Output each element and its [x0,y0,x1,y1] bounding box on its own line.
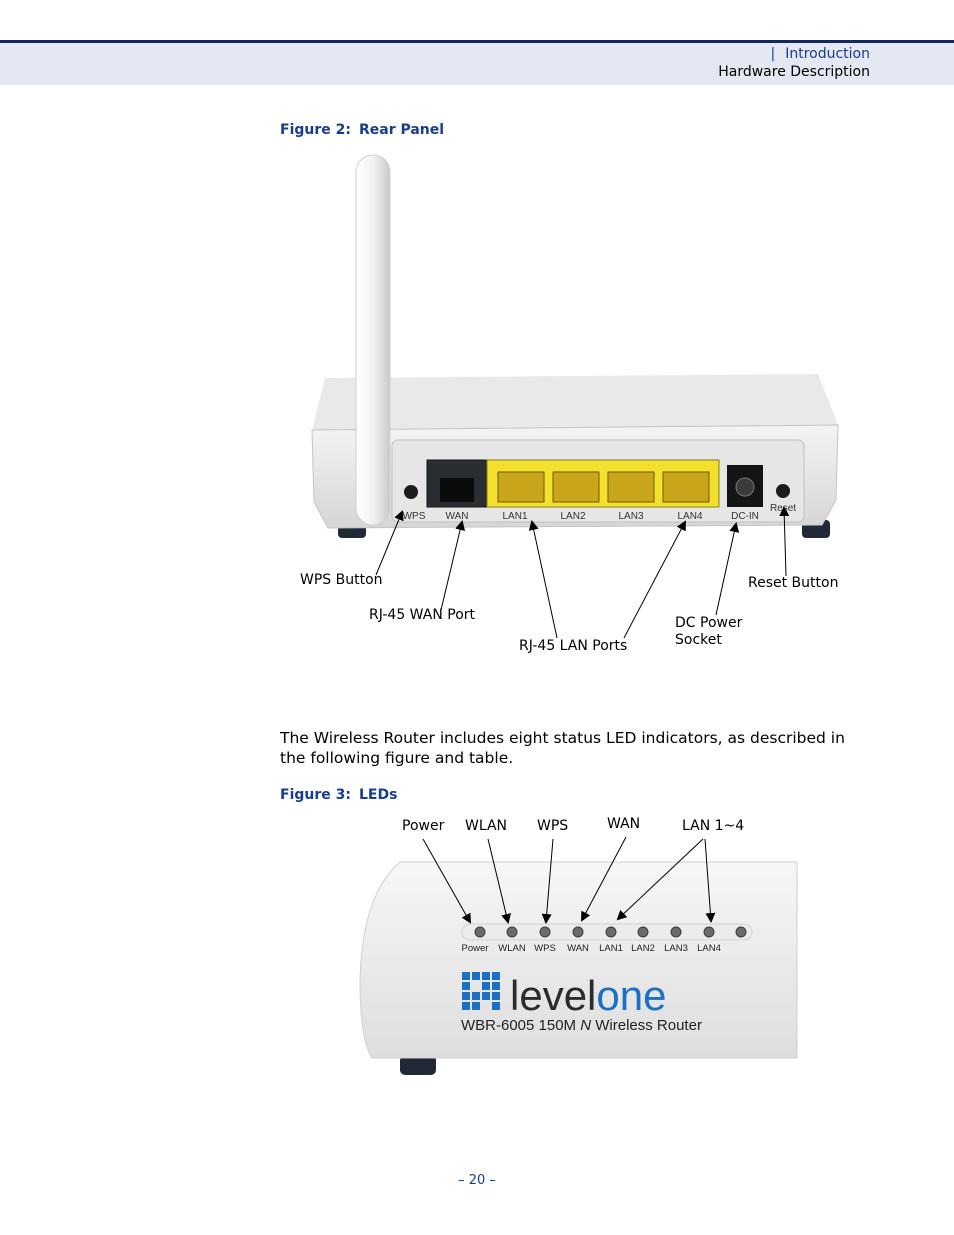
led-wps [539,926,551,938]
antenna [355,154,391,526]
lan1-port-hw [497,471,545,503]
header-band [0,43,954,85]
led-arrow-lan-b [704,838,716,923]
header-rule [0,40,954,43]
body-paragraph: The Wireless Router includes eight statu… [280,729,845,767]
figure2-title: Rear Panel [358,122,445,138]
panel-label-lan4: LAN4 [697,943,721,954]
panel-label-lan1: LAN1 [599,943,623,954]
led-power [474,926,486,938]
wan-port-socket [440,478,474,502]
port-label-lan1: LAN1 [502,511,527,522]
callout-dc-power: DC Power Socket [675,615,742,649]
led-callout-wps: WPS [537,818,569,834]
callout-wps-button: WPS Button [300,572,383,588]
brand-wordmark: levelone [510,972,666,1019]
led-wlan [506,926,518,938]
panel-label-wps: WPS [534,943,556,954]
figure2-number: Figure 2: [280,122,351,138]
panel-label-lan2: LAN2 [631,943,655,954]
front-foot [400,1055,436,1075]
arrow-wps [375,510,404,576]
figure3-caption: Figure 3: LEDs [280,787,397,803]
panel-label-wlan: WLAN [498,943,526,954]
panel-label-lan3: LAN3 [664,943,688,954]
router-top [312,374,838,430]
arrow-dc-in [715,522,740,616]
callout-lan-ports: RJ-45 LAN Ports [519,638,628,654]
header-subsection: Hardware Description [718,64,870,80]
led-arrow-wlan [487,838,511,924]
model-name-suffix: Wireless Router [595,1017,702,1034]
led-callout-lan: LAN 1~4 [682,818,745,834]
model-name-prefix: WBR-6005 150M [461,1017,576,1034]
led-callout-power: Power [402,818,445,834]
port-label-wps: WPS [403,511,426,522]
lan3-port-hw [607,471,655,503]
figure3-title: LEDs [358,787,398,803]
led-callout-wlan: WLAN [465,818,508,834]
model-name: WBR-6005 150M N Wireless Router [461,1017,702,1034]
led-arrow-wps [541,838,554,924]
figure2-caption: Figure 2: Rear Panel [280,122,444,138]
lan2-port-hw [552,471,600,503]
led-lan4 [703,926,715,938]
model-name-n: N [580,1017,591,1034]
callout-dc-power-line2: Socket [675,632,722,648]
lan4-port-hw [662,471,710,503]
brand-wordmark-part2: one [596,972,666,1019]
arrow-lan-b [623,520,686,639]
reset-button-hw [776,484,790,498]
callout-reset-button: Reset Button [748,575,839,591]
led-callout-wan: WAN [607,816,641,832]
callout-dc-power-line1: DC Power [675,615,743,631]
panel-label-wan: WAN [567,943,589,954]
rear-panel-figure: WPS WAN LAN1 LAN2 LAN3 LAN4 DC-IN Reset [311,154,839,639]
brand-wordmark-part1: level [510,972,596,1019]
port-label-lan4: LAN4 [677,511,702,522]
figure3-number: Figure 3: [280,787,351,803]
arrow-reset [779,506,790,577]
led-figure: Power WLAN WPS WAN LAN1 LAN2 LAN3 LAN4 l… [359,836,798,1075]
led-spare [735,926,747,938]
led-lan3 [670,926,682,938]
page-number: – 20 – [458,1173,496,1188]
callout-wan-port: RJ-45 WAN Port [369,607,476,623]
port-label-lan2: LAN2 [560,511,585,522]
port-label-lan3: LAN3 [618,511,643,522]
led-wan [572,926,584,938]
wps-button-hw [404,485,418,499]
dc-in-jack [735,477,755,497]
led-lan2 [637,926,649,938]
led-lan1 [605,926,617,938]
panel-label-power: Power [462,943,489,954]
arrow-lan-a [528,520,558,639]
led-arrow-lan-a [616,838,704,921]
header-section: |Introduction [770,46,871,62]
brand-logo-mark [462,972,500,1010]
led-arrow-power [422,838,471,924]
arrow-wan [440,520,466,611]
port-label-dc-in: DC-IN [731,511,759,522]
led-arrow-wan [581,836,627,922]
header-section-title: Introduction [785,46,870,62]
port-label-wan: WAN [446,511,469,522]
